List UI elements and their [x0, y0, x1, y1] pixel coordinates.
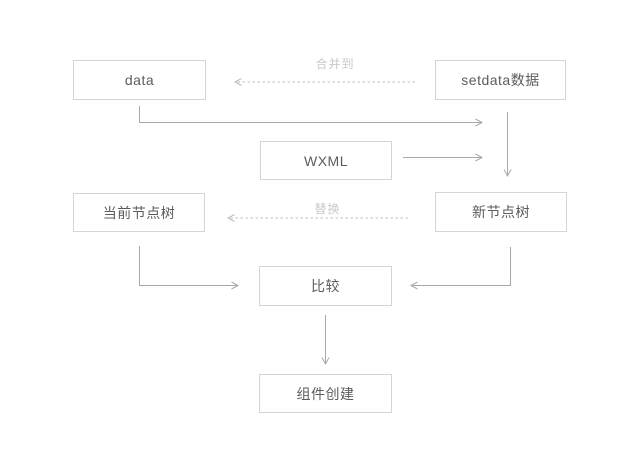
- edge-label-replace: 替换: [314, 202, 341, 216]
- edge-data-to-newtree: [139, 106, 484, 127]
- node-compare: 比较: [259, 266, 392, 306]
- node-wxml: WXML: [260, 141, 392, 180]
- node-setdata: setdata数据: [435, 60, 566, 100]
- node-data: data: [73, 60, 206, 100]
- node-current-tree: 当前节点树: [73, 193, 205, 232]
- node-new-tree: 新节点树: [435, 192, 567, 232]
- edge-label-merge: 合并到: [315, 57, 355, 71]
- node-create: 组件创建: [259, 374, 392, 413]
- edge-currenttree-to-compare: [139, 246, 240, 290]
- edge-newtree-to-compare: [409, 247, 511, 290]
